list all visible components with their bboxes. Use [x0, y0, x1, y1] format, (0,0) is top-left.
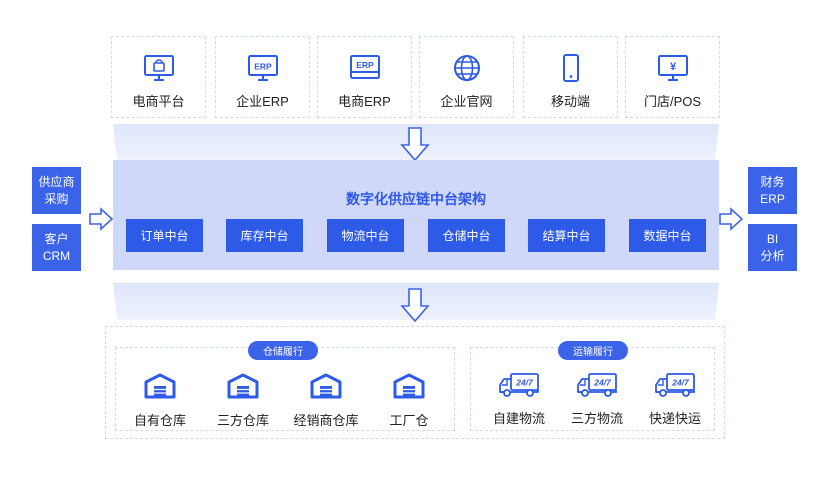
logistics-label: 自建物流 [492, 411, 545, 426]
logistics-label: 三方物流 [570, 411, 623, 426]
warehouse-item-3: 工厂仓 [369, 373, 449, 429]
warehouse-title-badge: 仓储履行 [248, 341, 318, 360]
pos-terminal-icon: ¥ [657, 51, 689, 85]
warehouse-icon [143, 373, 177, 404]
logistics-label: 快递快运 [648, 411, 701, 426]
down-arrow-icon [400, 127, 430, 162]
warehouse-item-2: 经销商仓库 [286, 373, 366, 429]
side-label: 客户 [44, 231, 69, 246]
svg-text:24/7: 24/7 [671, 378, 690, 388]
hub-title: 数字化供应链中台架构 [346, 191, 486, 207]
finance-erp-block: 财务 ERP [748, 167, 797, 214]
channel-label: 企业官网 [440, 94, 493, 109]
erp-window-icon: ERP [349, 51, 381, 85]
channel-label: 门店/POS [643, 94, 702, 109]
hub-module-0: 订单中台 [126, 219, 203, 252]
svg-text:¥: ¥ [669, 61, 676, 73]
warehouse-item-1: 三方仓库 [203, 373, 283, 429]
warehouse-label: 三方仓库 [216, 413, 269, 428]
delivery-truck-icon: 24/7 [575, 371, 619, 404]
warehouse-label: 自有仓库 [133, 413, 186, 428]
warehouse-label: 经销商仓库 [293, 413, 359, 428]
channel-label: 企业ERP [236, 94, 289, 109]
channel-card-5: ¥ 门店/POS [625, 36, 720, 118]
side-label: 采购 [44, 191, 69, 206]
customer-crm-block: 客户 CRM [32, 224, 81, 271]
hub-module-4: 结算中台 [528, 219, 605, 252]
hub-module-2: 物流中台 [327, 219, 404, 252]
side-label: BI [766, 231, 779, 246]
hub-module-5: 数据中台 [629, 219, 706, 252]
hub-module-3: 仓储中台 [428, 219, 505, 252]
side-label: CRM [42, 248, 71, 263]
delivery-truck-icon: 24/7 [497, 371, 541, 404]
globe-icon [451, 51, 483, 85]
right-arrow-icon [89, 207, 114, 231]
logistics-item-1: 24/7 三方物流 [557, 371, 637, 427]
warehouse-label: 工厂仓 [389, 413, 429, 428]
channel-card-3: 企业官网 [419, 36, 514, 118]
channel-card-1: ERP 企业ERP [215, 36, 310, 118]
warehouse-item-0: 自有仓库 [120, 373, 200, 429]
side-label: 分析 [760, 248, 785, 263]
bi-analysis-block: BI 分析 [748, 224, 797, 271]
hub-module-1: 库存中台 [226, 219, 303, 252]
erp-monitor-icon: ERP [247, 51, 279, 85]
svg-text:24/7: 24/7 [515, 378, 534, 388]
warehouse-icon [309, 373, 343, 404]
logistics-item-0: 24/7 自建物流 [479, 371, 559, 427]
warehouse-panel [115, 347, 455, 431]
svg-text:24/7: 24/7 [593, 378, 612, 388]
channel-card-2: ERP 电商ERP [317, 36, 412, 118]
svg-text:ERP: ERP [254, 62, 272, 72]
logistics-title-badge: 运输履行 [558, 341, 628, 360]
channel-label: 电商ERP [338, 94, 391, 109]
side-label: 供应商 [38, 174, 75, 189]
channel-card-0: 电商平台 [111, 36, 206, 118]
supplier-purchase-block: 供应商 采购 [32, 167, 81, 214]
right-arrow-icon [719, 207, 744, 231]
channel-card-4: 移动端 [523, 36, 618, 118]
delivery-truck-icon: 24/7 [653, 371, 697, 404]
down-arrow-icon [400, 288, 430, 323]
side-label: ERP [760, 191, 785, 206]
logistics-item-2: 24/7 快递快运 [635, 371, 715, 427]
hub-panel: 数字化供应链中台架构 订单中台库存中台物流中台仓储中台结算中台数据中台 [113, 160, 719, 270]
channel-label: 移动端 [550, 94, 590, 109]
side-label: 财务 [760, 174, 785, 189]
shopping-monitor-icon [143, 51, 175, 85]
channel-label: 电商平台 [132, 94, 185, 109]
mobile-phone-icon [555, 51, 587, 85]
warehouse-icon [392, 373, 426, 404]
svg-text:ERP: ERP [356, 60, 374, 70]
warehouse-icon [226, 373, 260, 404]
